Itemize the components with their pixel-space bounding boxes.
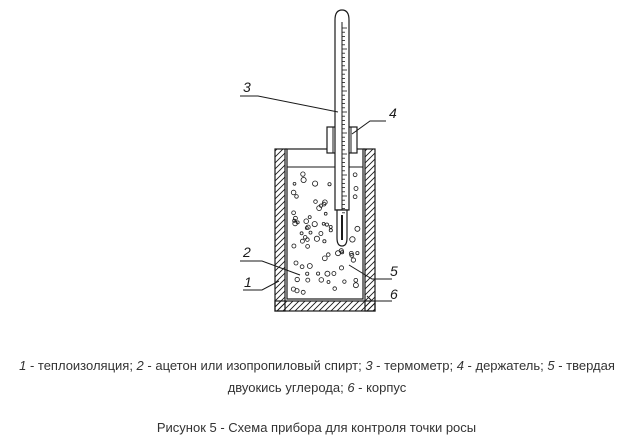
co2-particle bbox=[291, 210, 296, 216]
legend-text-3: - термометр; bbox=[372, 358, 457, 373]
label-5: 5 bbox=[390, 263, 398, 279]
co2-particle bbox=[290, 189, 297, 196]
legend-num-2: 2 bbox=[136, 358, 144, 373]
co2-particle bbox=[313, 235, 320, 242]
co2-particle bbox=[321, 255, 328, 262]
co2-particle bbox=[300, 176, 307, 183]
dew-point-device-diagram: 3 4 2 1 5 6 bbox=[240, 9, 398, 312]
co2-particle bbox=[304, 226, 309, 230]
thermometer bbox=[334, 9, 350, 247]
co2-particle bbox=[324, 270, 331, 277]
co2-particle bbox=[300, 289, 306, 295]
legend-text-6: - корпус bbox=[354, 380, 407, 395]
co2-particle bbox=[349, 236, 356, 243]
co2-particle bbox=[322, 239, 327, 244]
housing bbox=[274, 148, 376, 312]
legend: 1 - теплоизоляция; 2 - ацетон или изопро… bbox=[14, 355, 620, 399]
co2-particle bbox=[316, 271, 321, 276]
co2-particle bbox=[299, 238, 305, 244]
co2-particle bbox=[332, 286, 337, 291]
co2-particle bbox=[353, 277, 359, 283]
co2-particle bbox=[318, 277, 324, 283]
label-3: 3 bbox=[243, 79, 251, 95]
co2-particle bbox=[311, 221, 318, 228]
co2-particle bbox=[338, 265, 344, 271]
co2-particle bbox=[326, 252, 331, 257]
co2-particle bbox=[295, 220, 300, 225]
co2-particle bbox=[313, 199, 318, 204]
co2-particle bbox=[328, 224, 333, 229]
label-2: 2 bbox=[242, 244, 251, 260]
co2-particle bbox=[348, 250, 354, 256]
legend-text-4: - держатель; bbox=[463, 358, 548, 373]
co2-particle bbox=[293, 260, 299, 266]
co2-particle bbox=[323, 211, 328, 216]
co2-particle bbox=[307, 215, 312, 220]
co2-particle bbox=[352, 194, 358, 200]
co2-particle bbox=[303, 218, 309, 224]
co2-particle bbox=[308, 230, 313, 235]
co2-particle bbox=[352, 282, 359, 289]
co2-particle bbox=[353, 186, 359, 191]
co2-particle bbox=[318, 231, 324, 236]
legend-num-5: 5 bbox=[547, 358, 555, 373]
co2-particle bbox=[292, 182, 297, 186]
insulation-right bbox=[364, 148, 376, 312]
co2-particle bbox=[291, 243, 297, 249]
co2-particle bbox=[292, 218, 297, 223]
co2-particle bbox=[305, 237, 310, 242]
co2-particle bbox=[331, 271, 337, 276]
label-1: 1 bbox=[244, 274, 252, 290]
legend-text-2: - ацетон или изопропиловый спирт; bbox=[143, 358, 366, 373]
co2-particle bbox=[342, 279, 347, 284]
co2-particle bbox=[354, 225, 361, 232]
legend-num-3: 3 bbox=[365, 358, 373, 373]
leader-lines bbox=[240, 95, 392, 302]
co2-particle bbox=[294, 194, 299, 199]
co2-particle bbox=[300, 171, 306, 177]
co2-particle bbox=[292, 215, 298, 221]
insulation-bottom bbox=[274, 300, 376, 312]
co2-particle bbox=[324, 222, 329, 227]
co2-particle bbox=[303, 235, 308, 240]
insulation-left bbox=[274, 148, 286, 312]
solid-co2-particles bbox=[290, 171, 361, 295]
co2-particle bbox=[352, 172, 358, 178]
legend-num-6: 6 bbox=[347, 380, 355, 395]
inner-vessel bbox=[286, 148, 364, 300]
thermometer-scale bbox=[342, 27, 347, 214]
legend-num-1: 1 bbox=[19, 358, 27, 373]
co2-particle bbox=[328, 228, 333, 233]
co2-particle bbox=[312, 180, 319, 187]
co2-particle bbox=[327, 182, 332, 187]
co2-particle bbox=[305, 244, 310, 249]
co2-particle bbox=[294, 276, 300, 283]
co2-particle bbox=[350, 257, 356, 263]
co2-particle bbox=[290, 286, 296, 292]
legend-text-1: - теплоизоляция; bbox=[26, 358, 137, 373]
co2-particle bbox=[322, 199, 328, 205]
co2-particle bbox=[305, 277, 311, 283]
legend-num-4: 4 bbox=[456, 358, 464, 373]
co2-particle bbox=[355, 251, 360, 256]
label-4: 4 bbox=[389, 105, 397, 121]
co2-particle bbox=[305, 271, 310, 276]
co2-particle bbox=[321, 222, 326, 226]
label-6: 6 bbox=[390, 286, 398, 302]
legend-text-5: - твердая двуокись углерода; bbox=[227, 358, 615, 395]
co2-particle bbox=[335, 250, 341, 257]
figure-caption: Рисунок 5 - Схема прибора для контроля т… bbox=[156, 420, 477, 435]
co2-particle bbox=[299, 264, 305, 270]
co2-particle bbox=[306, 263, 313, 269]
co2-particle bbox=[321, 201, 327, 207]
co2-particle bbox=[349, 252, 355, 258]
co2-particle bbox=[299, 231, 304, 236]
co2-particle bbox=[326, 280, 331, 284]
